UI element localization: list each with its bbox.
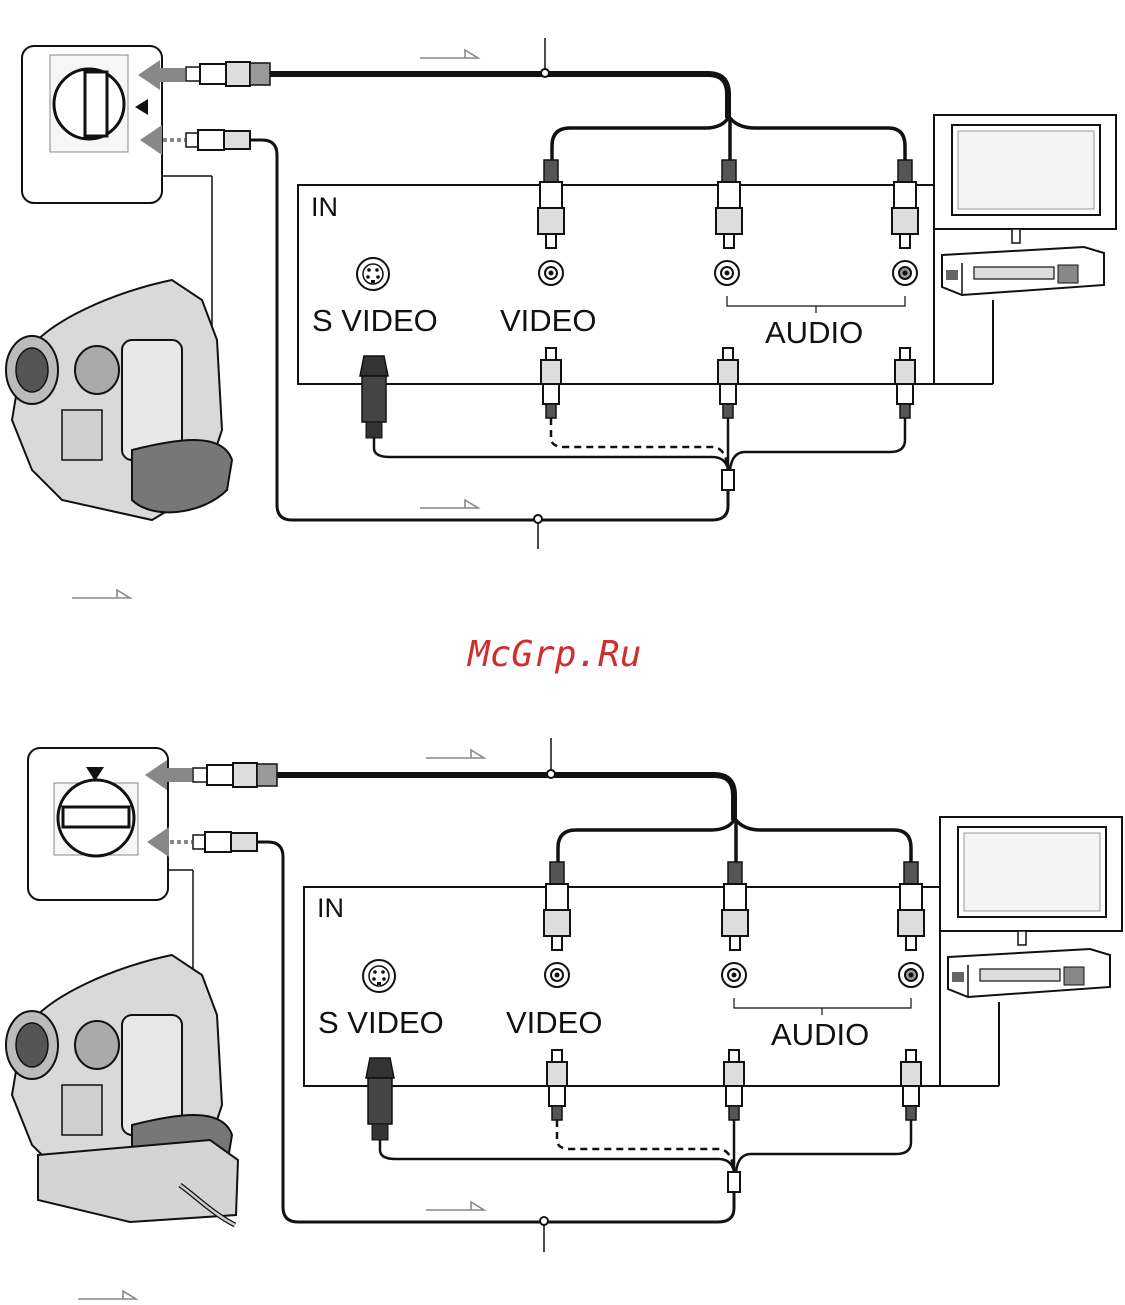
- video-jack-icon: [539, 261, 563, 285]
- svideo-jack-icon: [363, 960, 395, 992]
- audio-right-jack-icon: [893, 261, 917, 285]
- audio-label: AUDIO: [765, 315, 863, 350]
- panel-title: IN: [311, 192, 338, 222]
- audio-left-jack-icon: [722, 963, 746, 987]
- watermark: McGrp.Ru: [466, 634, 641, 675]
- signal-flow-legend-icon: [78, 1291, 136, 1299]
- audio-label: AUDIO: [771, 1017, 869, 1052]
- av-cable-plug: [193, 763, 277, 787]
- audio-left-plug: [716, 160, 742, 248]
- flow-arrow-icon: [426, 1202, 484, 1210]
- input-panel-1: IN S VIDEO VIDEO AUDIO: [298, 185, 993, 384]
- svideo-label: S VIDEO: [318, 1005, 444, 1040]
- audio-right-jack-icon: [899, 963, 923, 987]
- svideo-label: S VIDEO: [312, 303, 438, 338]
- video-plug: [538, 160, 564, 248]
- panel-title: IN: [317, 893, 344, 923]
- camcorder-icon: [6, 280, 232, 520]
- audio-left-plug: [722, 862, 748, 950]
- video-label: VIDEO: [500, 303, 596, 338]
- svideo-cable-plug: [186, 130, 250, 150]
- svideo-plug: [360, 356, 388, 438]
- flow-arrow-icon: [426, 750, 484, 758]
- av-cable: [270, 74, 728, 118]
- tv-vcr-icon: [934, 115, 1116, 295]
- svideo-jack-icon: [357, 258, 389, 290]
- av-cable-plug: [186, 62, 270, 86]
- tv-vcr-icon: [940, 817, 1122, 997]
- svideo-cable-plug: [193, 832, 257, 852]
- flow-arrow-icon: [420, 500, 478, 508]
- signal-flow-legend-icon: [72, 590, 130, 598]
- video-jack-icon: [545, 963, 569, 987]
- video-label: VIDEO: [506, 1005, 602, 1040]
- av-cable: [277, 775, 734, 820]
- svideo-plug: [366, 1058, 394, 1140]
- diagram-2: IN S VIDEO VIDEO AUDIO: [6, 738, 1122, 1299]
- diagram-1: IN S VIDEO VIDEO AUDIO: [6, 38, 1116, 598]
- audio-left-jack-icon: [715, 261, 739, 285]
- input-panel-2: IN S VIDEO VIDEO AUDIO: [304, 887, 999, 1086]
- flow-arrow-icon: [420, 50, 478, 58]
- audio-right-plug: [898, 862, 924, 950]
- video-plug: [544, 862, 570, 950]
- camcorder-dock-icon: [6, 955, 238, 1225]
- audio-right-plug: [892, 160, 918, 248]
